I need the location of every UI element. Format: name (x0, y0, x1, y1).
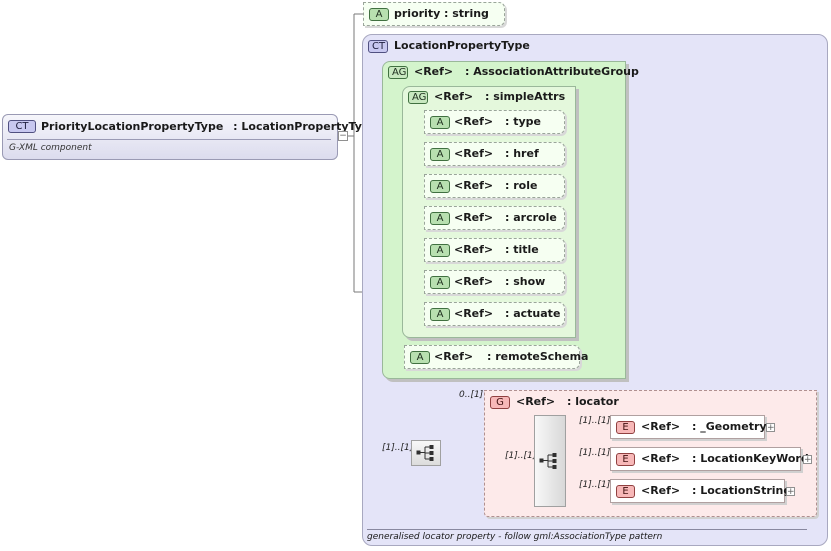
root-type-title: PriorityLocationPropertyType : LocationP… (41, 120, 377, 133)
inner-choice-cardinality: [1]..[1] (505, 451, 537, 461)
element-geometry[interactable]: E <Ref> : _Geometry (610, 415, 767, 439)
attribute-group-icon: AG (388, 66, 408, 79)
attribute-ref: <Ref> (454, 115, 494, 128)
complex-type-documentation: generalised locator property - follow gm… (367, 529, 807, 542)
expand-toggle[interactable]: + (786, 487, 795, 497)
attribute-name: : remoteSchema (487, 350, 589, 363)
attribute-type[interactable]: A <Ref> : type (424, 110, 565, 134)
attribute-name: : type (505, 115, 541, 128)
attribute-name: priority (394, 7, 441, 20)
attribute-remote-schema[interactable]: A <Ref> : remoteSchema (404, 345, 588, 369)
attribute-icon: A (430, 180, 450, 193)
attribute-icon: A (430, 276, 450, 289)
element-name: : LocationKeyWord (692, 452, 809, 465)
group-ref: <Ref> (414, 65, 454, 78)
attribute-icon: A (430, 148, 450, 161)
attribute-ref: <Ref> (454, 147, 494, 160)
group-ref: <Ref> (434, 90, 474, 103)
element-name: : _Geometry (692, 420, 767, 433)
expand-toggle[interactable]: + (803, 455, 812, 465)
element-ref: <Ref> (641, 420, 681, 433)
attribute-ref: <Ref> (454, 179, 494, 192)
attribute-ref: <Ref> (454, 275, 494, 288)
inner-choice-compositor[interactable] (534, 415, 566, 507)
attribute-priority[interactable]: A priority : string (363, 2, 505, 26)
complex-type-name: LocationPropertyType (394, 39, 530, 52)
choice-compositor[interactable] (411, 440, 441, 466)
attribute-ref: <Ref> (434, 350, 474, 363)
element-name: : LocationString (692, 484, 792, 497)
group-ref: <Ref> (516, 395, 556, 408)
element-icon: E (616, 485, 635, 498)
attribute-actuate[interactable]: A <Ref> : actuate (424, 302, 565, 326)
choice-icon (416, 445, 434, 461)
attribute-group-icon: AG (408, 91, 428, 104)
attribute-role[interactable]: A <Ref> : role (424, 174, 565, 198)
complex-type-icon: CT (368, 40, 388, 53)
group-name: : locator (567, 395, 619, 408)
element-location-keyword[interactable]: E <Ref> : LocationKeyWord (610, 447, 809, 471)
group-name: : simpleAttrs (485, 90, 566, 103)
attribute-href[interactable]: A <Ref> : href (424, 142, 565, 166)
attribute-name: : title (505, 243, 539, 256)
attribute-icon: A (369, 8, 389, 21)
collapse-toggle[interactable]: − (338, 131, 348, 141)
attribute-icon: A (430, 244, 450, 257)
choice-icon (539, 453, 557, 469)
attribute-arcrole[interactable]: A <Ref> : arcrole (424, 206, 565, 230)
attribute-title[interactable]: A <Ref> : title (424, 238, 565, 262)
group-cardinality: 0..[1] (459, 390, 484, 400)
attribute-ref: <Ref> (454, 243, 494, 256)
attribute-icon: A (410, 351, 430, 364)
attribute-name: : show (505, 275, 546, 288)
attribute-ref: <Ref> (454, 211, 494, 224)
expand-toggle[interactable]: + (766, 423, 775, 433)
attribute-type: : string (444, 7, 489, 20)
attribute-name: : arcrole (505, 211, 557, 224)
element-location-string[interactable]: E <Ref> : LocationString (610, 479, 791, 503)
element-cardinality: [1]..[1] (579, 448, 611, 458)
attribute-name: : href (505, 147, 539, 160)
root-type-base: : LocationPropertyType (233, 120, 378, 133)
element-ref: <Ref> (641, 484, 681, 497)
element-icon: E (616, 421, 635, 434)
root-type-name: PriorityLocationPropertyType (41, 120, 224, 133)
attribute-icon: A (430, 116, 450, 129)
attribute-show[interactable]: A <Ref> : show (424, 270, 565, 294)
element-icon: E (616, 453, 635, 466)
attribute-name: : role (505, 179, 538, 192)
choice-cardinality: [1]..[1] (382, 443, 414, 453)
root-separator (7, 139, 331, 140)
root-complex-type[interactable]: CT PriorityLocationPropertyType : Locati… (2, 114, 377, 160)
element-cardinality: [1]..[1] (579, 416, 611, 426)
root-documentation: G-XML component (9, 143, 92, 153)
group-icon: G (490, 396, 510, 409)
attribute-name: : actuate (505, 307, 561, 320)
element-ref: <Ref> (641, 452, 681, 465)
complex-type-icon: CT (8, 120, 36, 133)
attribute-icon: A (430, 308, 450, 321)
group-name: : AssociationAttributeGroup (465, 65, 639, 78)
attribute-ref: <Ref> (454, 307, 494, 320)
element-cardinality: [1]..[1] (579, 480, 611, 490)
attribute-icon: A (430, 212, 450, 225)
